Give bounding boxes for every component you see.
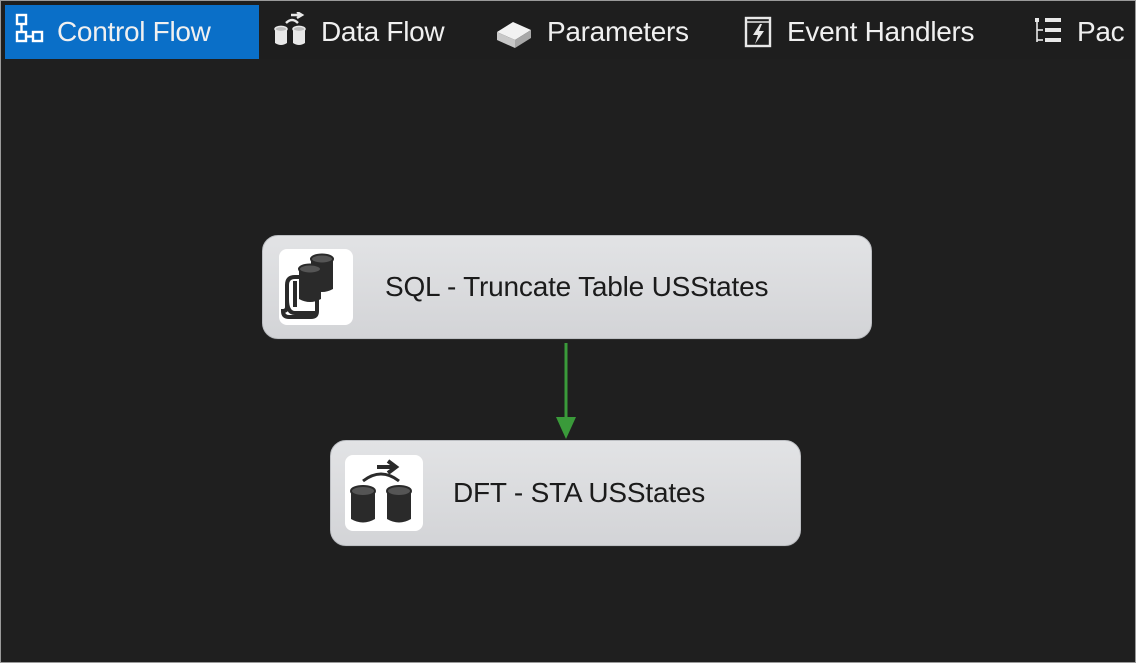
data-flow-icon	[271, 12, 311, 52]
tab-data-flow[interactable]: Data Flow	[271, 5, 445, 59]
tab-parameters[interactable]: Parameters	[493, 5, 689, 59]
parameters-icon	[493, 12, 537, 52]
package-explorer-icon	[1031, 12, 1067, 52]
execute-sql-task-icon	[277, 247, 355, 327]
event-handlers-icon	[741, 12, 777, 52]
task-label: DFT - STA USStates	[453, 477, 706, 508]
control-flow-icon	[13, 12, 47, 52]
tab-control-flow[interactable]: Control Flow	[5, 5, 259, 59]
tab-event-handlers[interactable]: Event Handlers	[741, 5, 975, 59]
task-dft-sta-usstates[interactable]: DFT - STA USStates	[330, 440, 801, 546]
tab-control-flow-label: Control Flow	[57, 16, 211, 47]
tab-event-handlers-label: Event Handlers	[787, 16, 975, 47]
tab-package-explorer[interactable]: Pac	[1031, 5, 1125, 59]
data-flow-task-icon	[343, 453, 425, 533]
control-flow-design-surface[interactable]: SQL - Truncate Table USStates DFT - STA …	[1, 59, 1135, 662]
designer-tab-bar: Control Flow Data Flow	[1, 1, 1135, 59]
tab-package-explorer-label: Pac	[1077, 16, 1125, 47]
tab-parameters-label: Parameters	[547, 16, 689, 47]
tab-data-flow-label: Data Flow	[321, 16, 445, 47]
precedence-constraint-arrow[interactable]	[551, 337, 581, 441]
task-sql-truncate-table[interactable]: SQL - Truncate Table USStates	[262, 235, 872, 339]
task-label: SQL - Truncate Table USStates	[385, 271, 769, 302]
